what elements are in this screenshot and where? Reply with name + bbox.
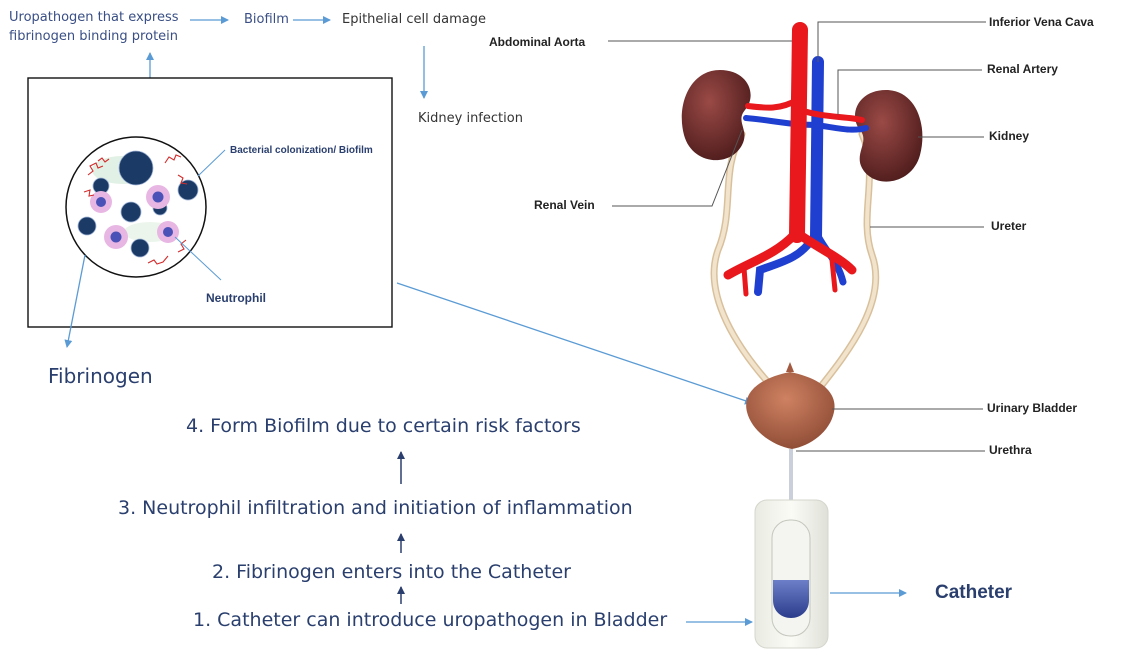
leader-inferior-vena-cava xyxy=(818,22,986,62)
step-arrows xyxy=(401,452,752,622)
label-kidney: Kidney xyxy=(989,130,1029,142)
step-3: 3. Neutrophil infiltration and initiatio… xyxy=(118,499,633,518)
catheter-bag xyxy=(755,500,828,648)
arrow-inset-to-bladder xyxy=(397,283,752,403)
label-urethra: Urethra xyxy=(989,444,1032,456)
label-renal-vein: Renal Vein xyxy=(534,199,595,211)
kidney-infection-label: Kidney infection xyxy=(418,112,523,125)
label-renal-artery: Renal Artery xyxy=(987,63,1058,75)
kidney-left xyxy=(682,70,751,160)
uropathogen-line-2: fibrinogen binding protein xyxy=(9,30,178,43)
step-2: 2. Fibrinogen enters into the Catheter xyxy=(212,563,571,582)
biofilm-label: Biofilm xyxy=(244,13,289,26)
step-4: 4. Form Biofilm due to certain risk fact… xyxy=(186,417,581,436)
label-inferior-vena-cava: Inferior Vena Cava xyxy=(989,16,1094,28)
uropathogen-line-1: Uropathogen that express xyxy=(9,11,179,24)
epithelial-damage-label: Epithelial cell damage xyxy=(342,13,486,26)
label-urinary-bladder: Urinary Bladder xyxy=(987,402,1077,414)
kidney-right xyxy=(855,90,922,182)
fibrinogen-label: Fibrinogen xyxy=(48,366,153,386)
label-ureter: Ureter xyxy=(991,220,1026,232)
step-1: 1. Catheter can introduce uropathogen in… xyxy=(193,611,667,630)
label-abdominal-aorta: Abdominal Aorta xyxy=(489,36,585,48)
neutrophil-label: Neutrophil xyxy=(206,292,266,304)
catheter-label: Catheter xyxy=(935,583,1012,602)
bacterial-colonization-label: Bacterial colonization/ Biofilm xyxy=(230,146,373,156)
